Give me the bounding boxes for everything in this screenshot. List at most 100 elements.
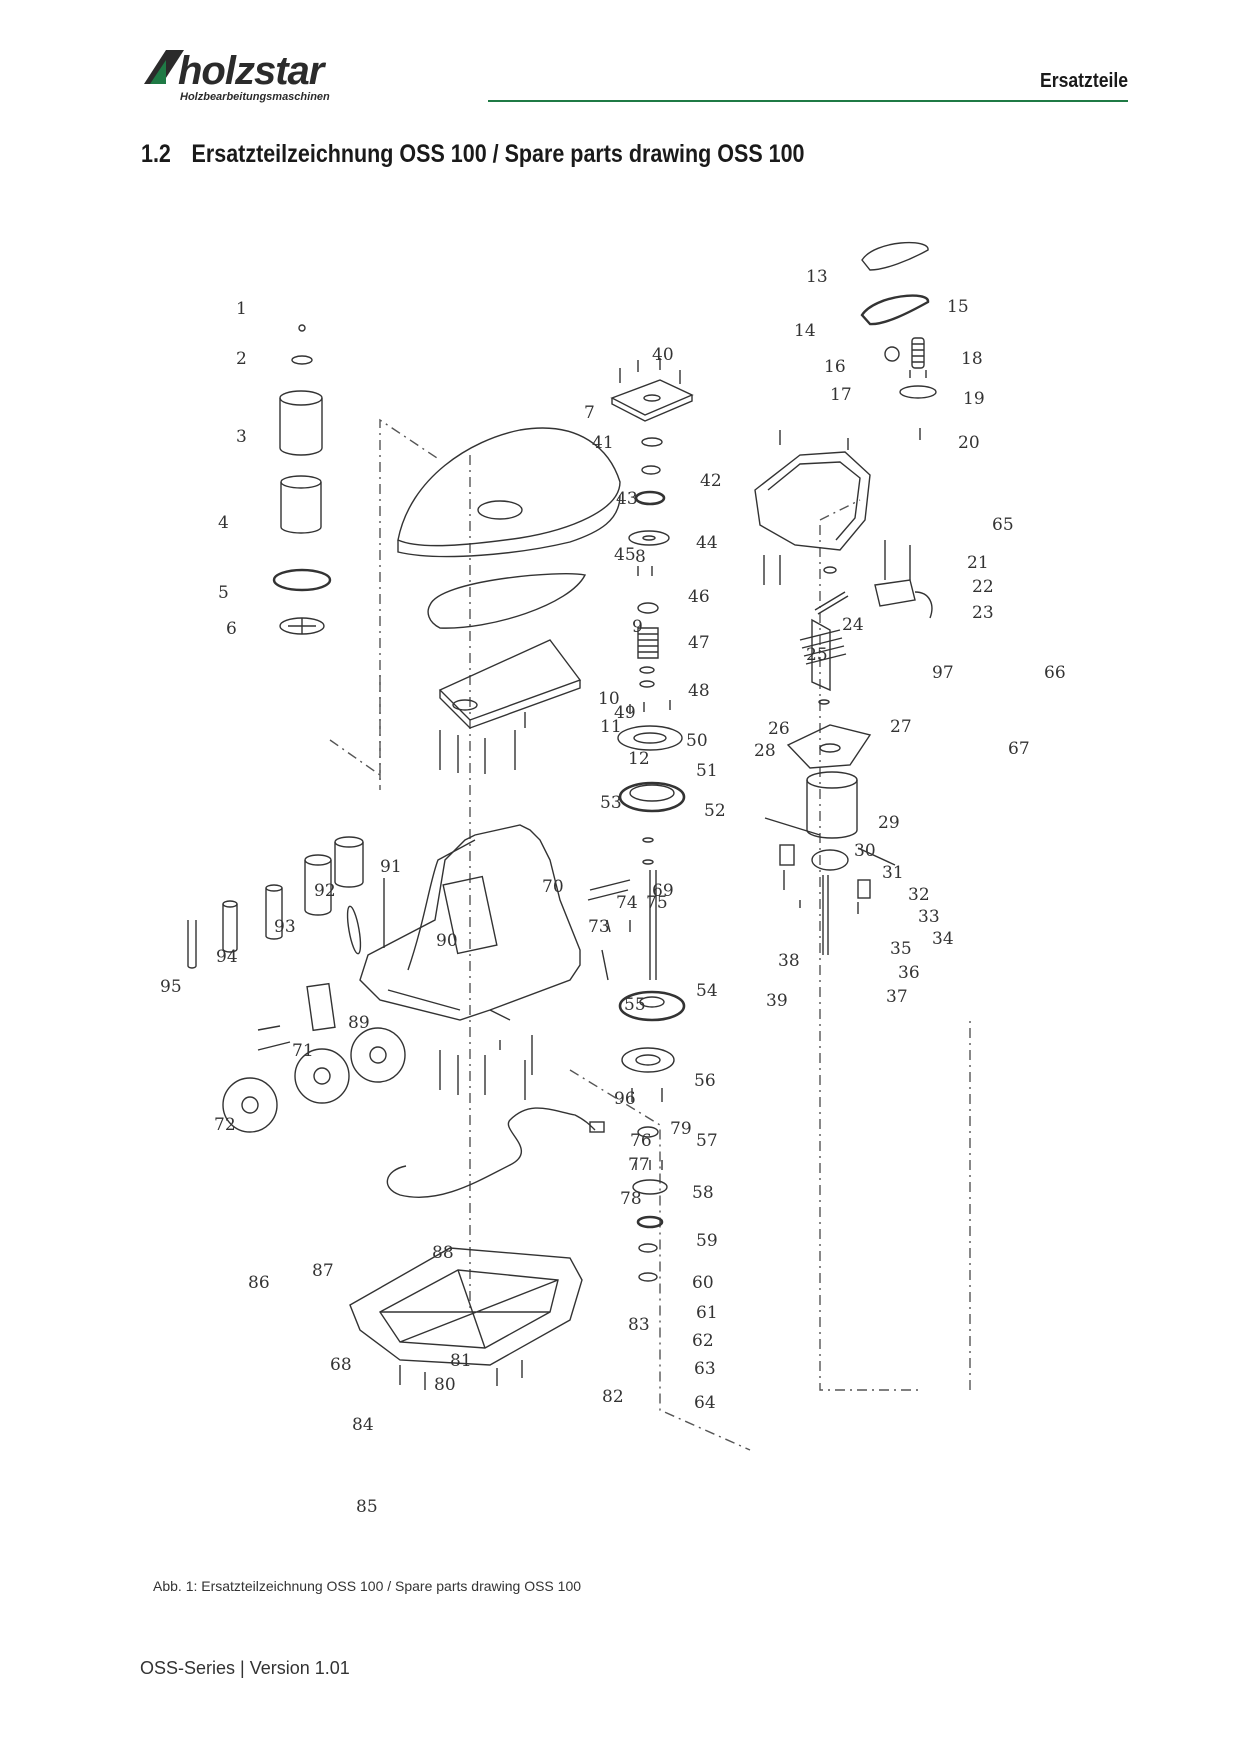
holzstar-logo: holzstar Holzbearbeitungsmaschinen: [144, 49, 330, 103]
callout-58: 58: [692, 1183, 714, 1203]
callout-97: 97: [932, 663, 954, 683]
callout-31: 31: [882, 863, 904, 883]
callout-57: 57: [696, 1131, 718, 1151]
callout-16: 16: [824, 357, 846, 377]
callout-80: 80: [434, 1375, 456, 1395]
callout-42: 42: [700, 471, 722, 491]
callout-8: 8: [635, 547, 646, 567]
callout-44: 44: [696, 533, 718, 553]
callout-74: 74: [616, 893, 638, 913]
callout-66: 66: [1044, 663, 1066, 683]
callout-28: 28: [754, 741, 776, 761]
callout-2: 2: [236, 349, 247, 369]
header-rule: [488, 100, 1128, 102]
callout-13: 13: [806, 267, 828, 287]
callout-87: 87: [312, 1261, 334, 1281]
callout-81: 81: [450, 1351, 472, 1371]
callout-18: 18: [961, 349, 983, 369]
callout-23: 23: [972, 603, 994, 623]
callout-88: 88: [432, 1243, 454, 1263]
callout-72: 72: [214, 1115, 236, 1135]
callout-59: 59: [696, 1231, 718, 1251]
callout-75: 75: [646, 893, 668, 913]
callout-94: 94: [216, 947, 238, 967]
callout-70: 70: [542, 877, 564, 897]
callout-37: 37: [886, 987, 908, 1007]
page-footer: OSS-Series | Version 1.01: [140, 1658, 350, 1678]
callout-33: 33: [918, 907, 940, 927]
callout-73: 73: [588, 917, 610, 937]
callout-34: 34: [932, 929, 954, 949]
callout-62: 62: [692, 1331, 714, 1351]
callout-85: 85: [356, 1497, 378, 1517]
callout-24: 24: [842, 615, 864, 635]
callout-47: 47: [688, 633, 710, 653]
callout-36: 36: [898, 963, 920, 983]
callout-20: 20: [958, 433, 980, 453]
callout-11: 11: [600, 717, 622, 737]
callout-52: 52: [704, 801, 726, 821]
callout-79: 79: [670, 1119, 692, 1139]
callout-65: 65: [992, 515, 1014, 535]
callout-69: 69: [652, 881, 674, 901]
callout-90: 90: [436, 931, 458, 951]
callout-3: 3: [236, 427, 247, 447]
callout-55: 55: [624, 995, 646, 1015]
callout-50: 50: [686, 731, 708, 751]
callout-32: 32: [908, 885, 930, 905]
section-number: 1.2: [141, 140, 171, 168]
section-label: Ersatzteile: [1039, 70, 1128, 92]
callout-19: 19: [963, 389, 985, 409]
callout-49: 49: [614, 703, 636, 723]
callout-38: 38: [778, 951, 800, 971]
callout-27: 27: [890, 717, 912, 737]
callout-86: 86: [248, 1273, 270, 1293]
callout-92: 92: [314, 881, 336, 901]
callout-68: 68: [330, 1355, 352, 1375]
callout-5: 5: [218, 583, 229, 603]
callout-10: 10: [598, 689, 620, 709]
callout-21: 21: [967, 553, 989, 573]
callout-56: 56: [694, 1071, 716, 1091]
callout-82: 82: [602, 1387, 624, 1407]
callout-29: 29: [878, 813, 900, 833]
callout-53: 53: [600, 793, 622, 813]
callout-60: 60: [692, 1273, 714, 1293]
callout-96: 96: [614, 1089, 636, 1109]
callout-84: 84: [352, 1415, 374, 1435]
callout-41: 41: [592, 433, 614, 453]
callout-91: 91: [380, 857, 402, 877]
title-text: Ersatzteilzeichnung OSS 100 / Spare part…: [191, 140, 805, 168]
callout-61: 61: [696, 1303, 718, 1323]
callout-89: 89: [348, 1013, 370, 1033]
callout-7: 7: [584, 403, 595, 423]
callout-63: 63: [694, 1359, 716, 1379]
callout-83: 83: [628, 1315, 650, 1335]
callout-67: 67: [1008, 739, 1030, 759]
callout-39: 39: [766, 991, 788, 1011]
page-title: 1.2 Ersatzteilzeichnung OSS 100 / Spare p…: [141, 140, 805, 169]
spare-parts-drawing: 1 2 3 4 5 6 7 8 9 10 11 12 13 14 15 16 1…: [160, 241, 1066, 1517]
callout-78: 78: [620, 1189, 642, 1209]
callout-48: 48: [688, 681, 710, 701]
callout-54: 54: [696, 981, 718, 1001]
callout-17: 17: [830, 385, 852, 405]
callout-12: 12: [628, 749, 650, 769]
callout-1: 1: [236, 299, 247, 319]
callout-46: 46: [688, 587, 710, 607]
callout-45: 45: [614, 545, 636, 565]
callout-40: 40: [652, 345, 674, 365]
logo-tagline: Holzbearbeitungsmaschinen: [180, 91, 330, 103]
callout-25: 25: [806, 645, 828, 665]
figure-caption: Abb. 1: Ersatzteilzeichnung OSS 100 / Sp…: [153, 1578, 582, 1594]
logo-mark-icon: [144, 50, 184, 84]
logo-wordmark: holzstar: [178, 49, 327, 93]
callout-30: 30: [854, 841, 876, 861]
callout-95: 95: [160, 977, 182, 997]
callout-64: 64: [694, 1393, 716, 1413]
callout-51: 51: [696, 761, 718, 781]
callout-71: 71: [292, 1041, 314, 1061]
callout-14: 14: [794, 321, 816, 341]
callout-15: 15: [947, 297, 969, 317]
callout-35: 35: [890, 939, 912, 959]
